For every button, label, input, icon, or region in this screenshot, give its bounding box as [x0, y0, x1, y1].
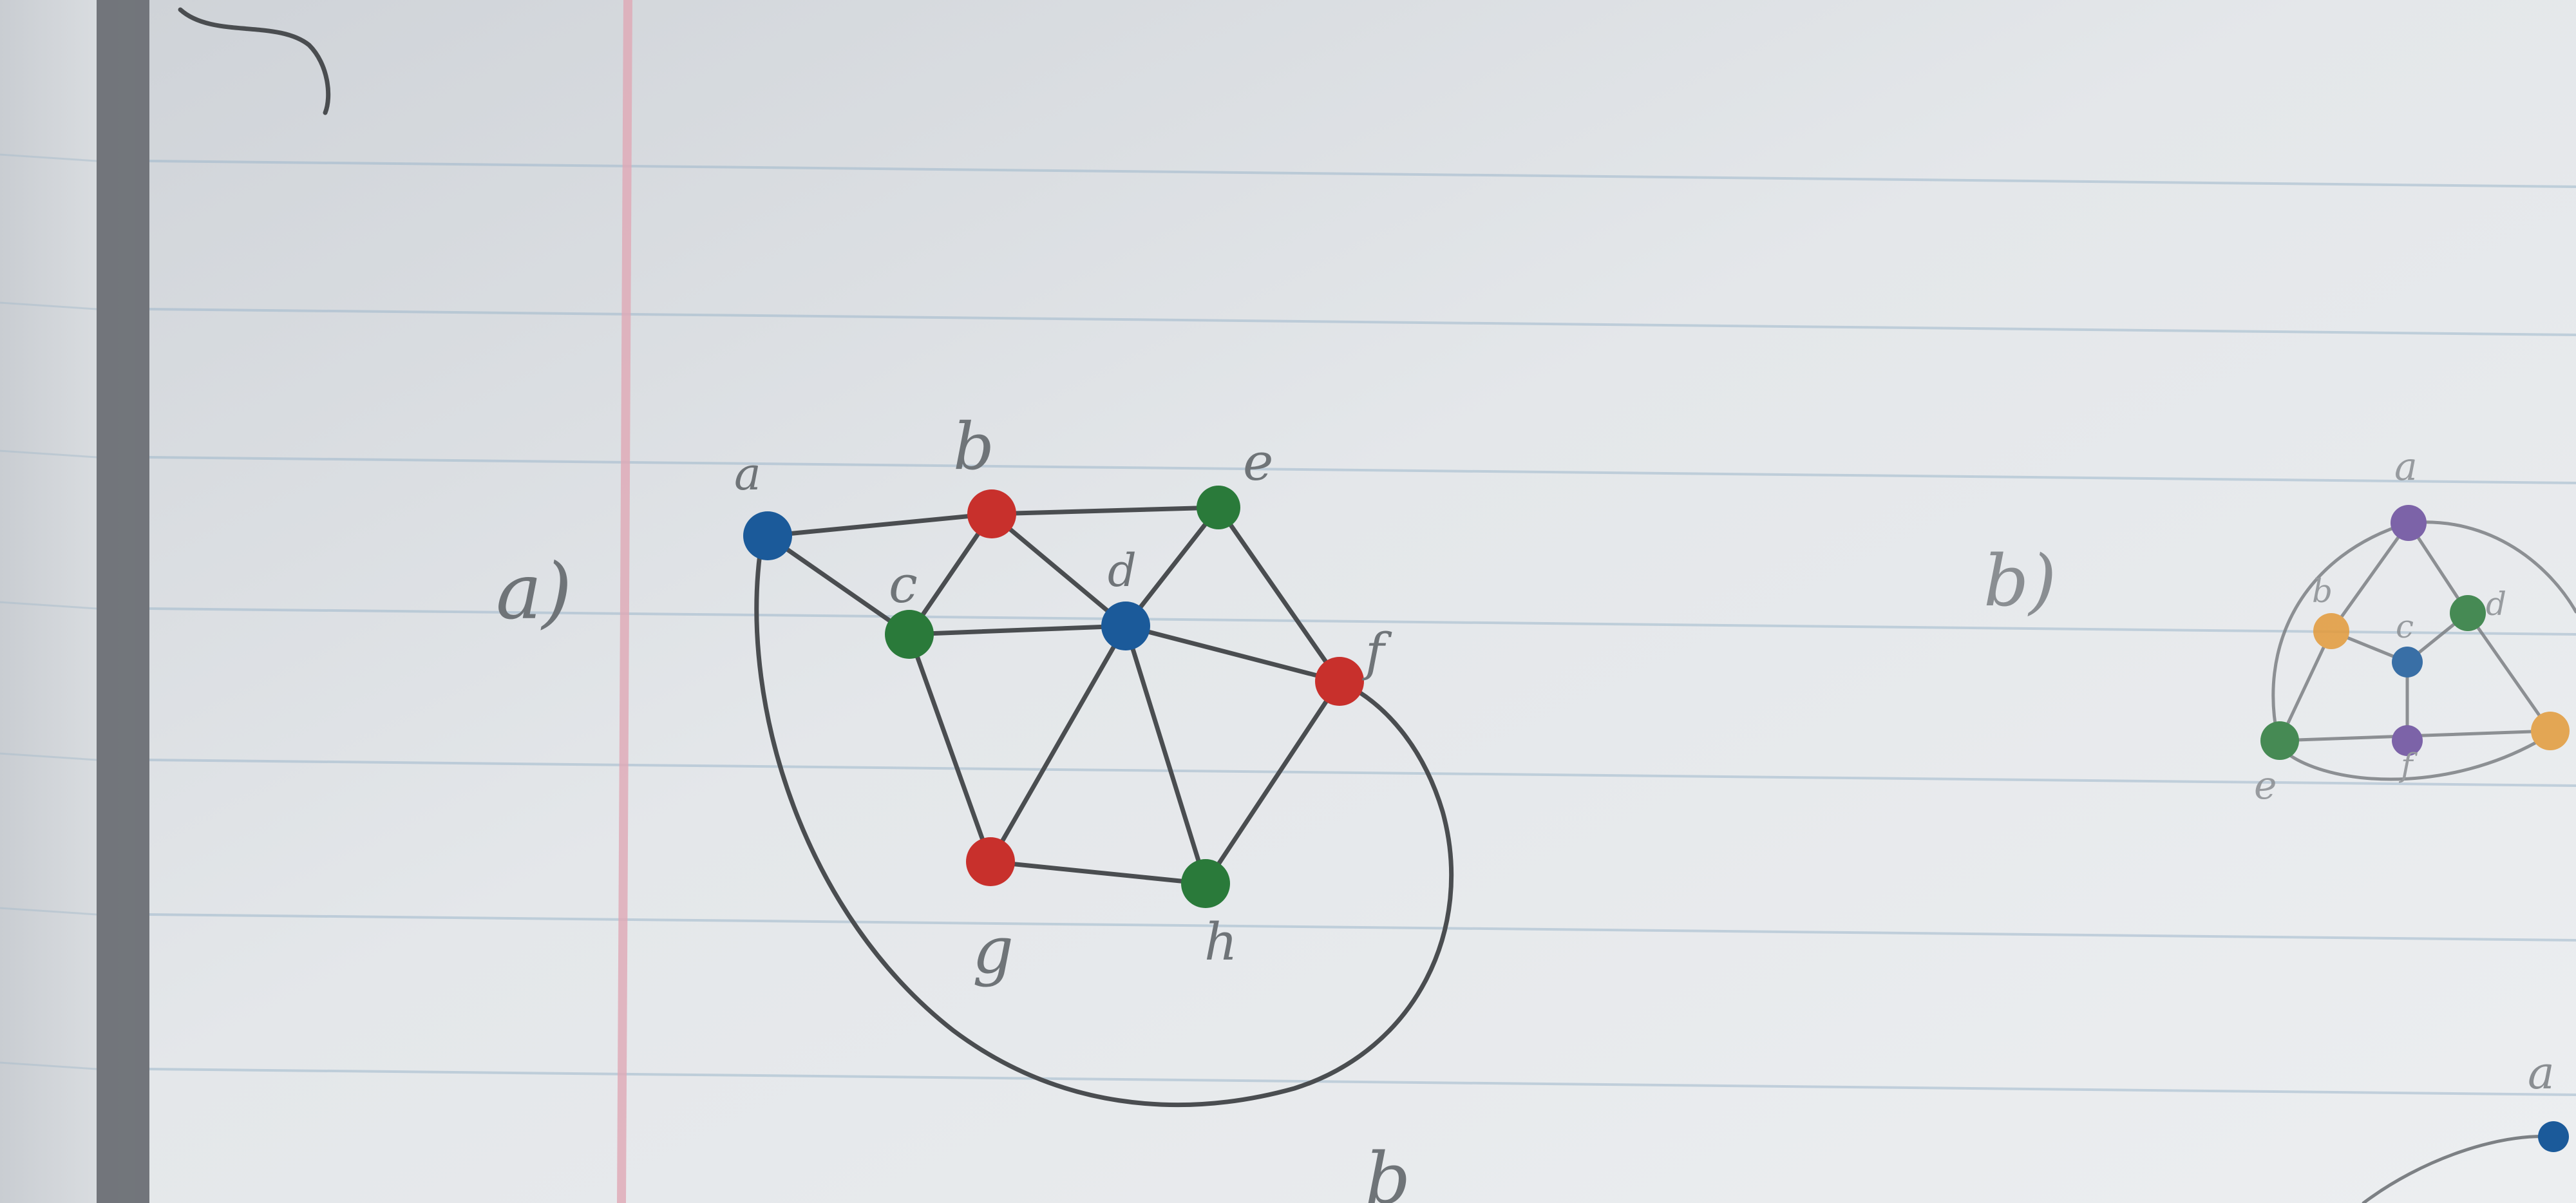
- left-page-lines: [0, 153, 97, 1070]
- edge-e-f: [1216, 505, 1342, 684]
- node-b-f: [2392, 725, 2423, 756]
- label-b-a: a: [2394, 444, 2418, 489]
- edge-g-h: [988, 859, 1208, 886]
- label-c: c: [889, 554, 918, 614]
- label-a: a: [734, 448, 761, 500]
- label-h: h: [1204, 912, 1238, 972]
- label-d: d: [1108, 544, 1137, 597]
- graph-a-labels: a b c d e f g h: [734, 409, 1392, 988]
- partial-label-bottom: b: [1365, 1137, 1410, 1203]
- node-f: [1315, 657, 1364, 706]
- label-b-c: c: [2396, 608, 2414, 645]
- pencil-scribble: [178, 7, 331, 115]
- partial-node-right: [2538, 1121, 2569, 1152]
- node-d: [1101, 602, 1150, 650]
- binding-shadow: [97, 0, 158, 1203]
- node-h: [1181, 859, 1230, 908]
- edge-d-h: [1123, 623, 1208, 886]
- edge-b-d-g: [2466, 611, 2552, 733]
- edge-a-b: [765, 511, 994, 538]
- edge-d-e: [1123, 505, 1221, 629]
- part-label-a: a): [496, 547, 572, 637]
- notebook-page: [149, 0, 2576, 1203]
- label-b-b: b: [2312, 573, 2333, 610]
- partial-curve-right: [2362, 1135, 2552, 1203]
- edge-a-c: [765, 533, 912, 637]
- node-b-b: [2313, 613, 2349, 649]
- node-b-e: [2260, 721, 2299, 760]
- graph-b-labels: a b c d e f: [2254, 444, 2506, 808]
- node-b-a: [2391, 505, 2427, 541]
- node-b: [967, 489, 1016, 538]
- node-b-d: [2450, 595, 2486, 631]
- edge-d-f: [1123, 623, 1342, 684]
- edge-f-h: [1203, 679, 1342, 886]
- label-g: g: [972, 913, 1014, 988]
- label-b-d: d: [2486, 585, 2506, 623]
- part-label-b: b): [1984, 540, 2056, 622]
- partial-label-right: a: [2528, 1047, 2555, 1099]
- edge-b-e: [989, 505, 1221, 516]
- graph-b-nodes: [2260, 505, 2570, 760]
- node-g: [966, 837, 1015, 886]
- ruled-lines: [149, 160, 2576, 1096]
- edge-c-g: [907, 632, 993, 864]
- margin-line: [617, 0, 632, 1203]
- node-a: [743, 511, 792, 560]
- graph-a-nodes: [743, 486, 1364, 908]
- edge-b-d: [989, 511, 1128, 629]
- edge-b-a-b: [2329, 521, 2410, 633]
- node-c: [885, 610, 934, 659]
- graph-a-edges: [754, 505, 1454, 1108]
- node-b-c: [2392, 647, 2423, 677]
- graph-b: a b c d e f: [2254, 444, 2576, 808]
- edge-a-f-outer: [754, 551, 1454, 1108]
- label-b: b: [953, 409, 994, 484]
- label-e: e: [1243, 432, 1273, 492]
- edge-b-b-e: [2278, 629, 2333, 743]
- label-b-e: e: [2254, 763, 2277, 808]
- edge-c-d: [907, 623, 1128, 637]
- edge-d-g: [988, 623, 1128, 864]
- graph-a: a b c d e f g h: [734, 409, 1454, 1108]
- node-b-g: [2531, 712, 2570, 750]
- node-e: [1197, 486, 1240, 529]
